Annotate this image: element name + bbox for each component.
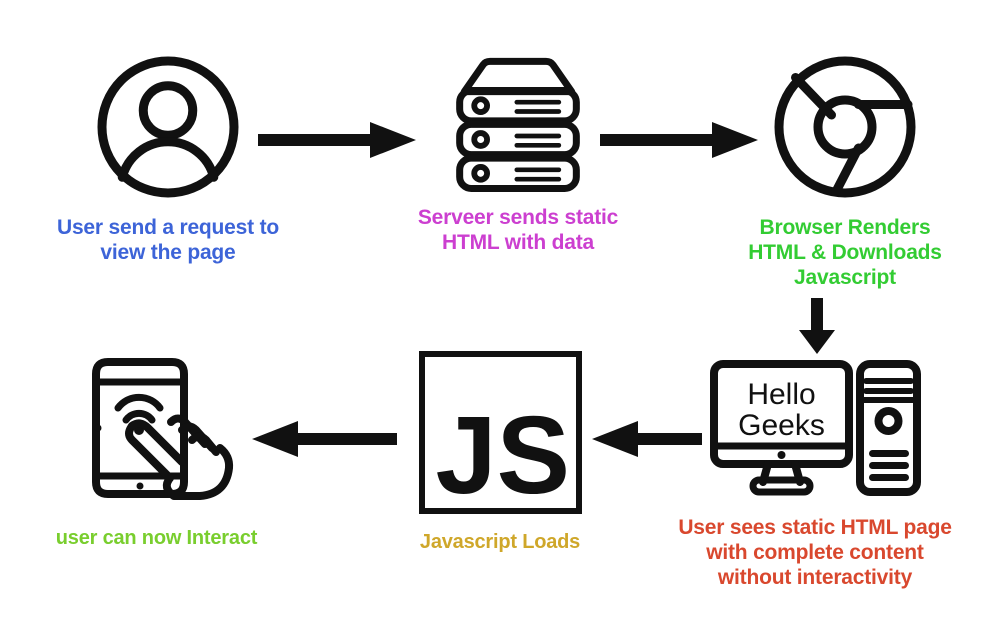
node-tablet-caption: user can now Interact [55, 527, 258, 549]
node-user-caption: User send a request to view the page [56, 216, 279, 264]
node-js-caption: Javascript Loads [419, 531, 581, 553]
node-tablet: user can now Interact [14, 350, 299, 551]
server-stack-icon [448, 52, 588, 192]
arrow-monitor-to-js [592, 417, 702, 466]
node-browser-caption: Browser Renders HTML & Downloads Javascr… [748, 216, 942, 289]
monitor-screen-line2: Geeks [738, 409, 825, 442]
node-server-caption: Serveer sends static HTML with data [417, 206, 619, 254]
arrow-server-to-browser [600, 118, 760, 167]
node-monitor: Hello Geeks User sees static HTML page w… [650, 358, 980, 590]
tablet-touch-hand-icon [74, 350, 239, 505]
user-avatar-icon [93, 52, 243, 202]
node-server: Serveer sends static HTML with data [378, 52, 658, 256]
desktop-computer-icon: Hello Geeks [708, 358, 923, 498]
arrow-user-to-server [258, 118, 418, 167]
node-user: User send a request to view the page [28, 52, 308, 266]
arrow-js-to-tablet [252, 417, 397, 466]
node-js: JS Javascript Loads [380, 350, 620, 555]
javascript-logo-icon: JS [418, 350, 583, 515]
chrome-browser-icon [770, 52, 920, 202]
node-monitor-caption: User sees static HTML page with complete… [678, 516, 952, 589]
node-browser: Browser Renders HTML & Downloads Javascr… [700, 52, 990, 290]
javascript-logo-text: JS [435, 394, 570, 515]
monitor-screen-line1: Hello [747, 378, 815, 411]
arrow-browser-to-monitor [795, 298, 839, 361]
